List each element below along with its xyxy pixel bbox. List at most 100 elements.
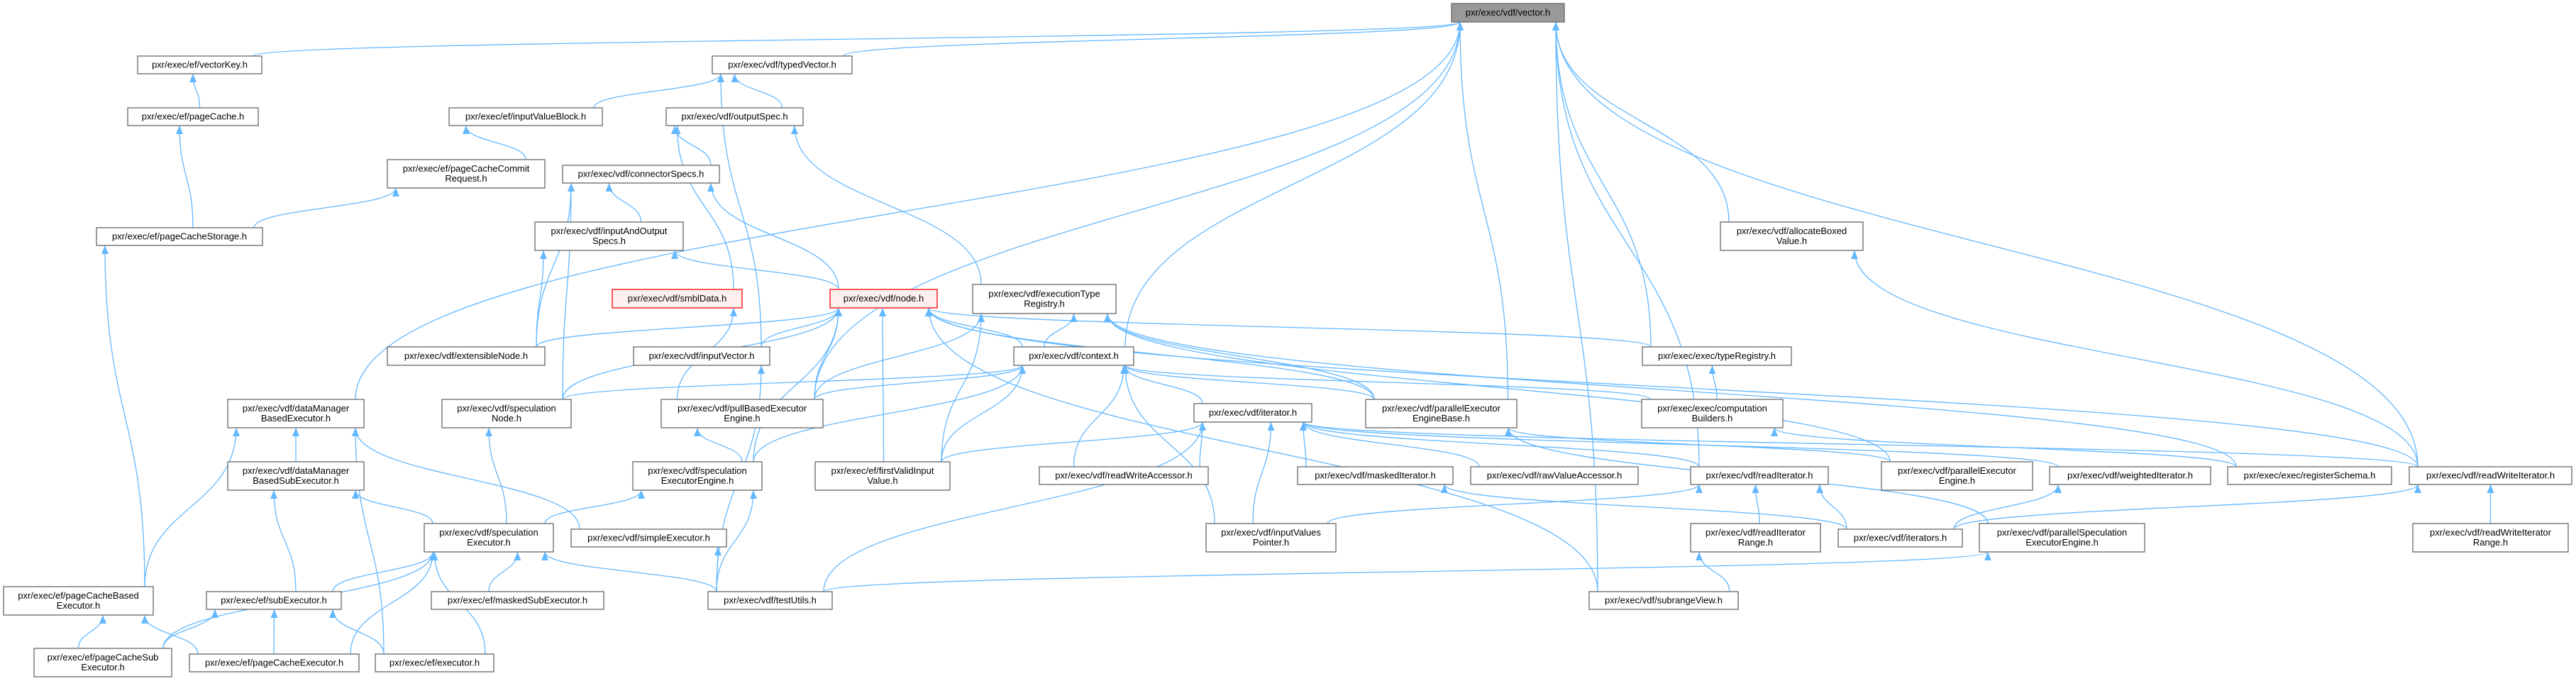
node-context[interactable]: pxr/exec/vdf/context.h [1013,346,1134,366]
node-subExecutor[interactable]: pxr/exec/ef/subExecutor.h [206,591,342,610]
node-pageCache[interactable]: pxr/exec/ef/pageCache.h [127,107,259,126]
node-label: pxr/exec/ef/executor.h [389,658,480,668]
node-label: pxr/exec/vdf/iterators.h [1854,533,1947,543]
node-inputValueBlock[interactable]: pxr/exec/ef/inputValueBlock.h [448,107,603,126]
node-label: pxr/exec/ef/pageCacheCommit [403,163,530,174]
node-readWriteAccessor[interactable]: pxr/exec/vdf/readWriteAccessor.h [1039,466,1209,485]
node-box [1039,466,1209,485]
edge-connectorSpecs-to-outputSpec [671,125,712,166]
node-smblData[interactable]: pxr/exec/vdf/smblData.h [612,289,743,309]
node-box [1297,466,1454,485]
node-iterators[interactable]: pxr/exec/vdf/iterators.h [1837,528,1963,548]
node-readIterator[interactable]: pxr/exec/vdf/readIterator.h [1690,466,1829,485]
node-parallelSpeculationExecutorEngine[interactable]: pxr/exec/vdf/parallelSpeculationExecutor… [1979,523,2145,553]
node-label: Executor.h [467,537,510,548]
node-maskedIterator[interactable]: pxr/exec/vdf/maskedIterator.h [1297,466,1454,485]
edge-inputValuesPointer-to-context [1122,365,1215,524]
node-parallelExecutorEngineBase[interactable]: pxr/exec/vdf/parallelExecutorEngineBase.… [1365,399,1518,428]
node-label: ExecutorEngine.h [661,475,734,486]
node-label: pxr/exec/vdf/dataManager [243,465,350,476]
edge-pageCacheExecutor-to-speculationExecutor [350,551,436,655]
node-box [1451,3,1565,23]
node-label: pxr/exec/ef/firstValidInput [831,465,934,476]
node-label: Engine.h [1939,475,1975,486]
node-label: pxr/exec/exec/typeRegistry.h [1658,350,1776,361]
edge-typeRegistry-to-node [925,307,1652,348]
node-node[interactable]: pxr/exec/vdf/node.h [829,289,938,309]
node-box [96,227,263,246]
edge-context-to-vector [1124,21,1464,348]
node-dataManagerBasedSubExecutor[interactable]: pxr/exec/vdf/dataManagerBasedSubExecutor… [227,461,365,491]
node-outputSpec[interactable]: pxr/exec/vdf/outputSpec.h [665,107,804,126]
edge-speculationExecutorEngine-to-node [753,307,842,463]
node-inputVector[interactable]: pxr/exec/vdf/inputVector.h [633,346,770,366]
node-pageCacheExecutor[interactable]: pxr/exec/ef/pageCacheExecutor.h [189,653,360,672]
edge-firstValidInputValue-to-context [941,365,1026,463]
node-readWriteIterator[interactable]: pxr/exec/vdf/readWriteIterator.h [2409,466,2572,485]
node-maskedSubExecutor[interactable]: pxr/exec/ef/maskedSubExecutor.h [431,591,604,610]
node-label: pxr/exec/vdf/readWriteIterator [2430,527,2552,538]
node-subrangeView[interactable]: pxr/exec/vdf/subrangeView.h [1588,591,1739,610]
edge-pageCacheSubExecutor-to-subExecutor [162,609,219,649]
edge-iterators-to-weightedIterator [1953,484,2062,530]
node-executor[interactable]: pxr/exec/ef/executor.h [375,653,494,672]
node-label: pxr/exec/vdf/smblData.h [628,293,726,304]
node-box [1979,523,2145,553]
node-label: pxr/exec/vdf/connectorSpecs.h [578,169,704,179]
node-box [424,523,554,553]
node-extensibleNode[interactable]: pxr/exec/vdf/extensibleNode.h [387,346,546,366]
node-vector[interactable]: pxr/exec/vdf/vector.h [1451,3,1565,23]
node-rawValueAccessor[interactable]: pxr/exec/vdf/rawValueAccessor.h [1470,466,1639,485]
node-box [1205,523,1337,553]
edge-subrangeView-to-node [925,307,1598,592]
node-label: pxr/exec/vdf/simpleExecutor.h [587,533,710,543]
node-label: pxr/exec/ef/pageCacheBased [18,590,139,601]
node-iterator[interactable]: pxr/exec/vdf/iterator.h [1193,403,1312,423]
node-label: pxr/exec/vdf/pullBasedExecutor [678,403,807,414]
node-label: Range.h [1738,537,1773,548]
node-label: pxr/exec/ef/pageCacheSub [48,652,159,663]
edge-pullBasedExecutorEngine-to-context [814,365,1026,400]
node-connectorSpecs[interactable]: pxr/exec/vdf/connectorSpecs.h [562,165,720,184]
node-registerSchema[interactable]: pxr/exec/exec/registerSchema.h [2227,466,2392,485]
edge-readIterator-to-vector [1552,21,1700,467]
edge-readWriteIterator-to-allocateBoxedValue [1851,250,2419,467]
node-label: pxr/exec/vdf/readIterator.h [1706,470,1813,481]
node-box [1470,466,1639,485]
node-box [612,289,743,309]
node-label: pxr/exec/vdf/outputSpec.h [681,111,787,122]
edge-pageCacheBasedExecutor-to-pageCacheStorage [101,245,145,587]
edge-parallelExecutorEngine-to-parallelExecutorEngineBase [1505,427,1891,463]
node-vectorKey[interactable]: pxr/exec/ef/vectorKey.h [137,55,262,74]
node-pageCacheStorage[interactable]: pxr/exec/ef/pageCacheStorage.h [96,227,263,246]
edge-parallelExecutorEngineBase-to-executionTypeRegistry [1104,313,1375,400]
edge-inputValuesPointer-to-readIterator [1327,484,1703,524]
node-label: pxr/exec/vdf/iterator.h [1209,407,1297,418]
edge-parallelExecutorEngineBase-to-context [1122,365,1375,400]
node-weightedIterator[interactable]: pxr/exec/vdf/weightedIterator.h [2049,466,2211,485]
edge-speculationExecutor-to-speculationExecutorEngine [544,489,645,524]
node-typeRegistry[interactable]: pxr/exec/exec/typeRegistry.h [1642,346,1792,366]
node-typedVector[interactable]: pxr/exec/vdf/typedVector.h [712,55,853,74]
node-label: Executor.h [57,600,100,611]
edge-iterators-to-readWriteIterator [1953,484,2421,530]
node-testUtils[interactable]: pxr/exec/vdf/testUtils.h [707,591,833,610]
node-simpleExecutor[interactable]: pxr/exec/vdf/simpleExecutor.h [570,528,727,548]
